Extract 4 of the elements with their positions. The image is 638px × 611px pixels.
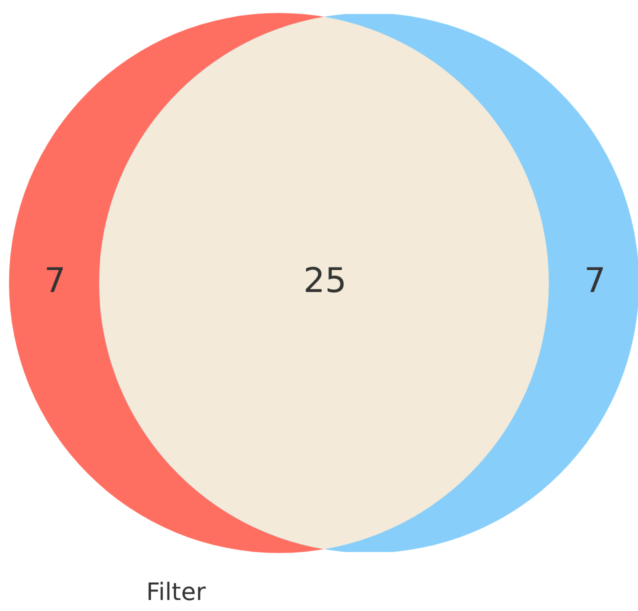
count-label: 7 bbox=[584, 264, 606, 298]
count-label: 25 bbox=[303, 264, 347, 298]
count-label: 7 bbox=[44, 264, 66, 298]
set-label: Filter bbox=[146, 580, 206, 604]
